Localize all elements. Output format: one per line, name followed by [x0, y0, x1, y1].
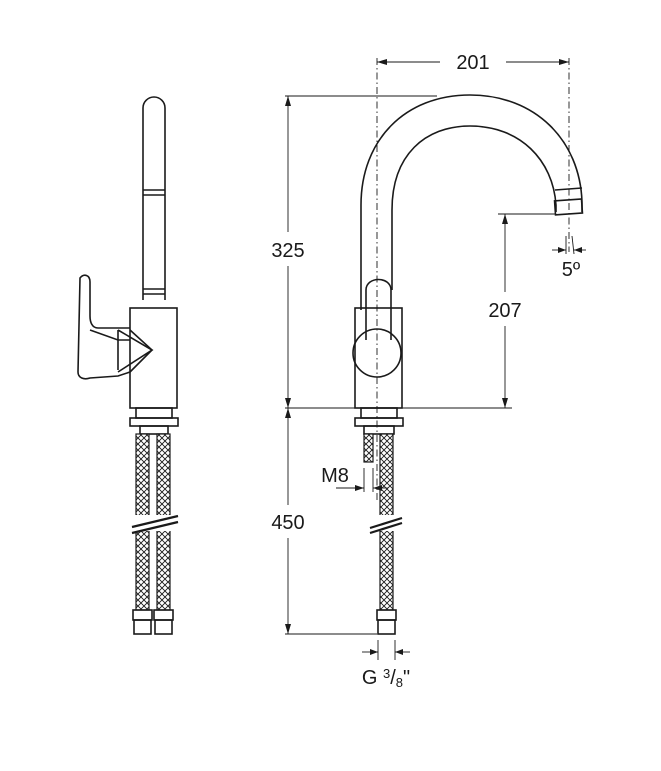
side-view	[77, 96, 179, 635]
side-break-mark	[131, 514, 179, 529]
front-view	[352, 58, 584, 635]
front-lever-knob	[352, 328, 402, 378]
dim-stud-thread-label: M8	[321, 465, 349, 487]
dim-spout-height: 207	[488, 214, 522, 408]
side-hose-nut-left	[132, 609, 153, 621]
dim-reach-label: 201	[456, 52, 489, 74]
front-base-flange	[360, 407, 398, 419]
front-hose-nut	[376, 609, 397, 621]
dim-angle: 5º	[552, 235, 586, 281]
front-aerator	[553, 198, 584, 216]
side-spout-tube	[142, 96, 166, 300]
side-lever-cartridge	[117, 329, 154, 373]
front-lever-handle	[365, 278, 392, 340]
side-body	[129, 307, 178, 409]
front-break-mark	[369, 516, 403, 530]
dim-hose-length: 450	[271, 408, 305, 634]
front-threaded-stud	[363, 433, 374, 463]
dim-connection-num: 3	[383, 666, 390, 681]
dim-spout-height-label: 207	[488, 300, 521, 322]
dim-connection-den: 8	[396, 675, 403, 690]
dim-connection-prefix: G	[362, 667, 383, 689]
dim-connection-suffix: "	[403, 667, 410, 689]
dim-angle-label: 5º	[562, 259, 581, 281]
front-spout	[360, 94, 583, 310]
dim-reach: 201	[377, 52, 569, 74]
dim-stud-thread: M8	[321, 465, 388, 492]
front-body	[354, 307, 403, 409]
side-lever-handle	[77, 274, 131, 380]
side-base-flange	[135, 407, 173, 419]
dim-connection-label: G 3/8"	[362, 666, 410, 690]
dim-hose-length-label: 450	[271, 512, 304, 534]
dim-connection: G 3/8"	[362, 640, 410, 690]
side-hose-nut-right	[153, 609, 174, 621]
dim-connection-slash: /	[390, 667, 396, 689]
dim-total-height-label: 325	[271, 240, 304, 262]
dim-total-height: 325	[271, 96, 305, 408]
